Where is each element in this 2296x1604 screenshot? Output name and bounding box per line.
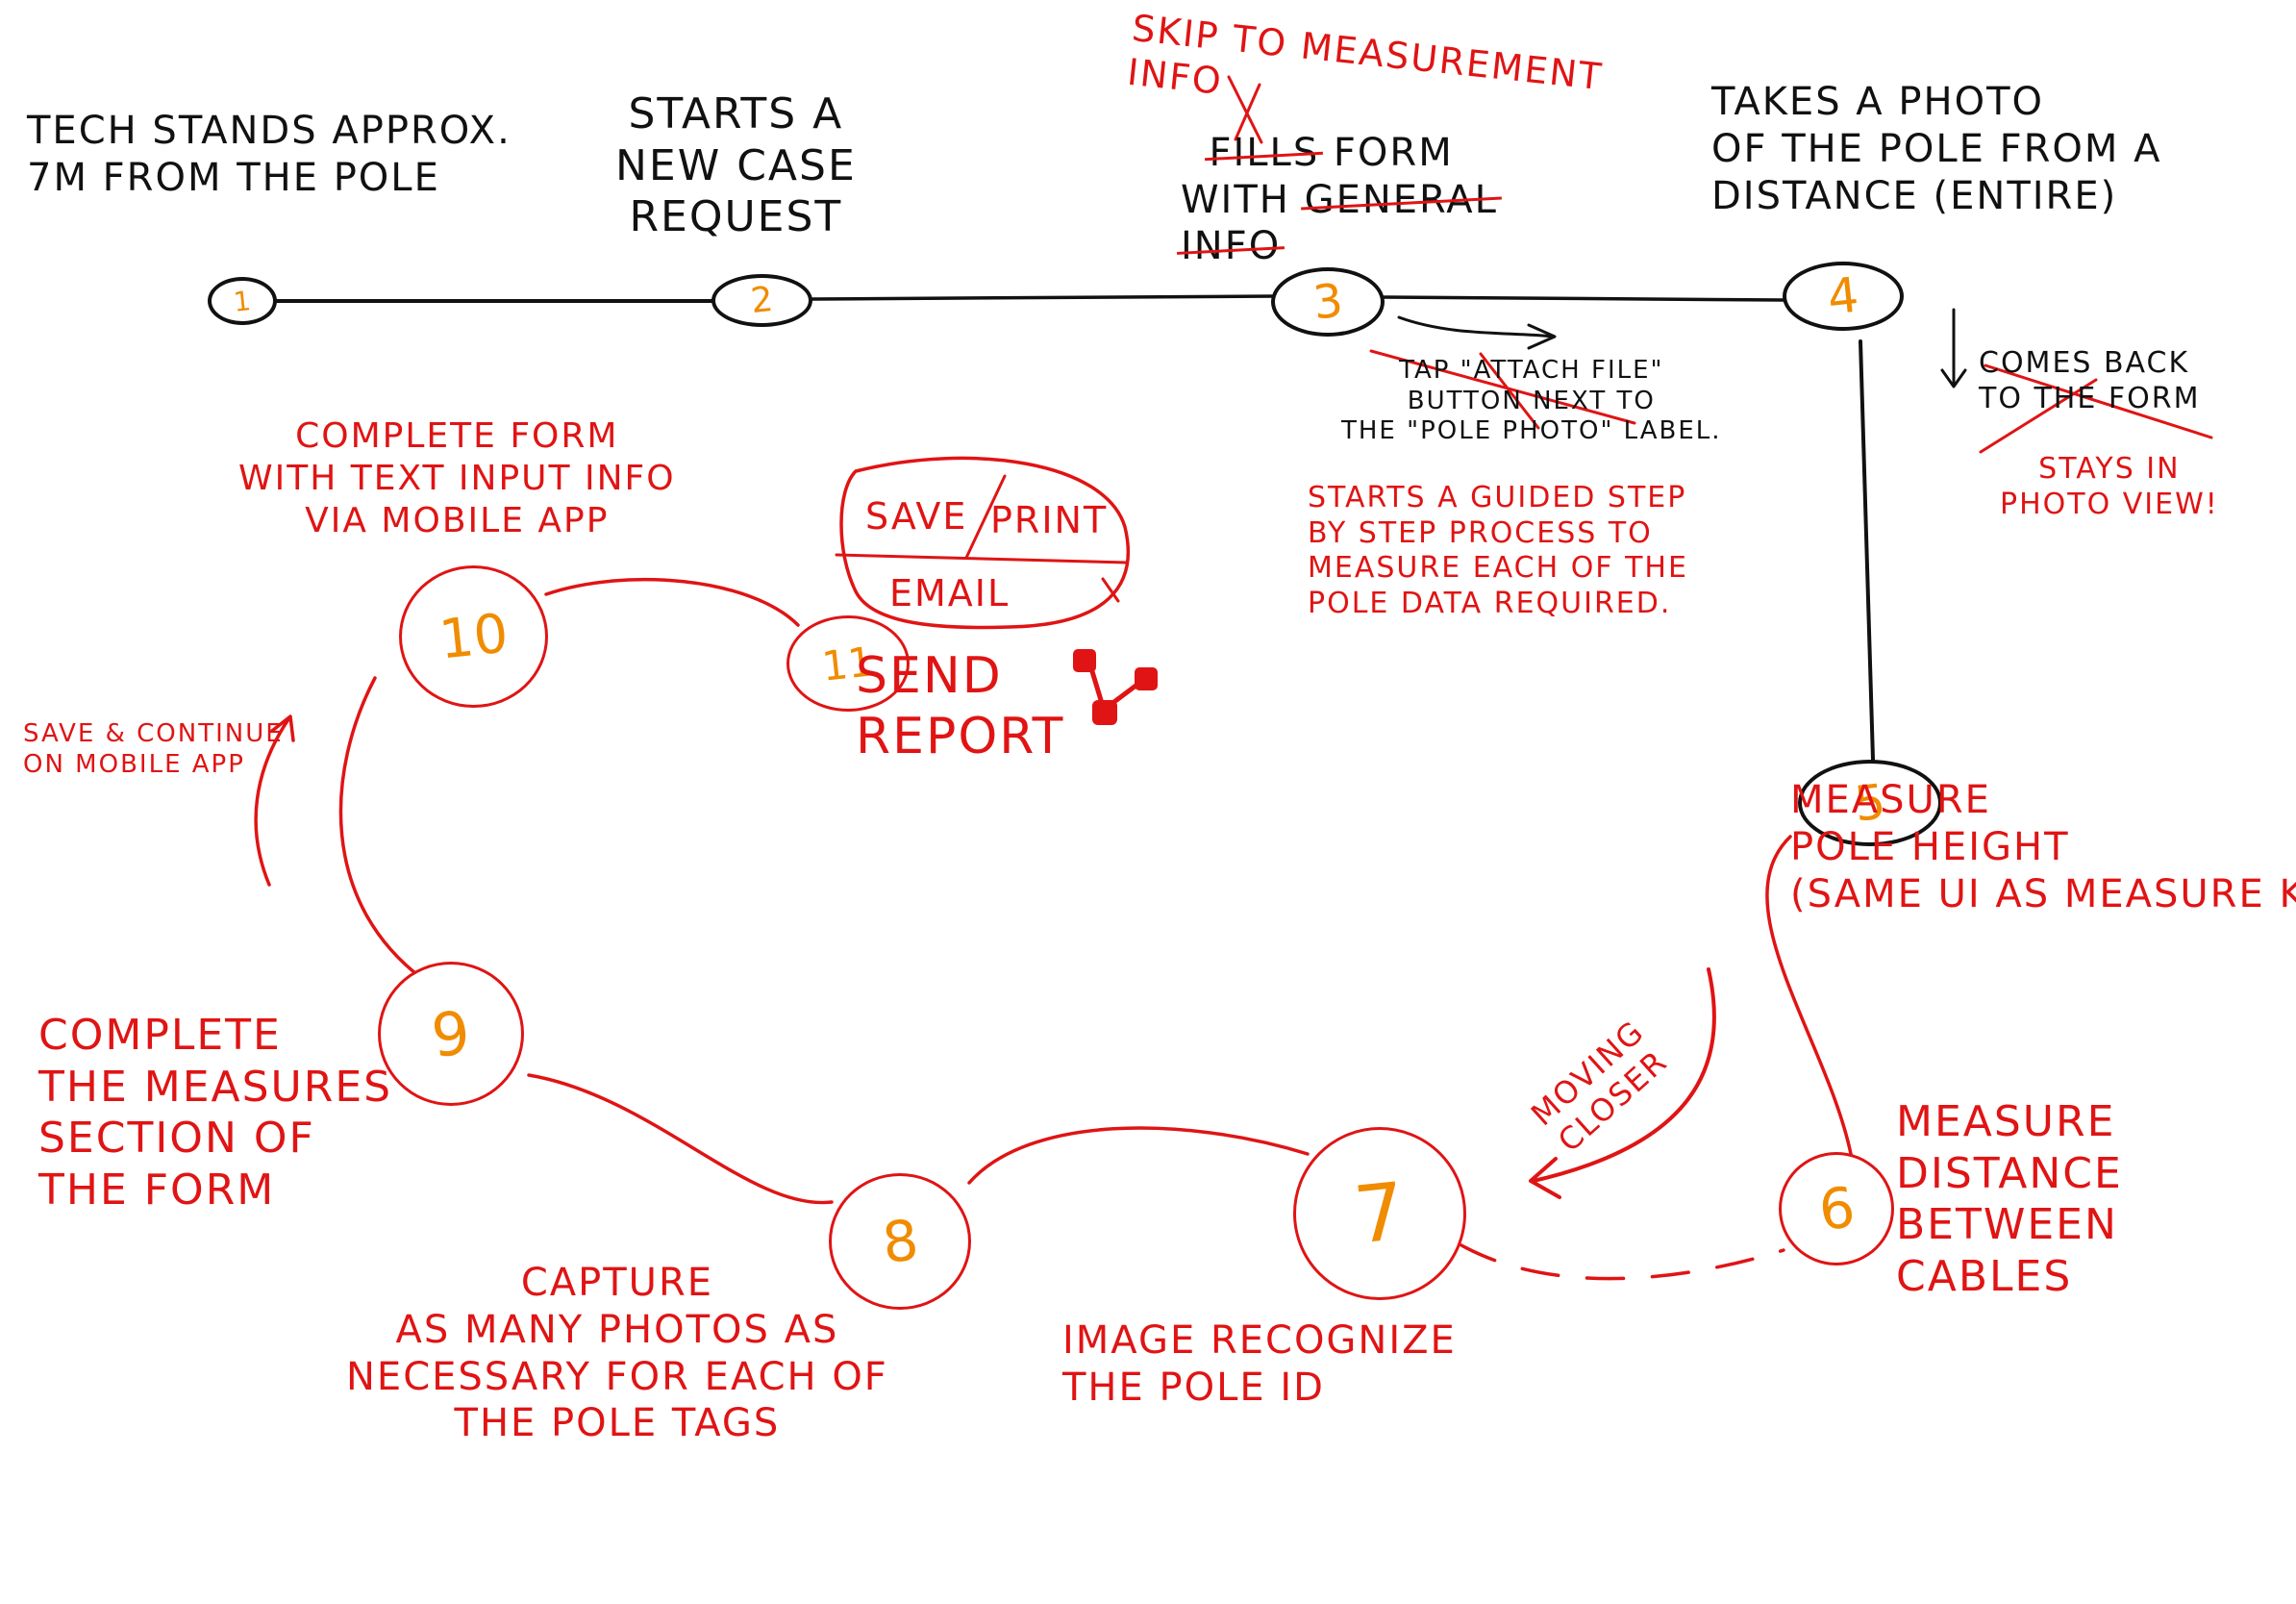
step-node-4: 4 (1783, 262, 1904, 331)
connector-2-3 (811, 294, 1276, 301)
save-continue-note: Save & continue on mobile app (23, 719, 284, 779)
report-options-divider (964, 474, 1007, 560)
step-node-9: 9 (378, 962, 524, 1106)
report-option-save: Save (865, 495, 968, 538)
report-option-email: Email (889, 572, 1011, 614)
connector-lines (254, 75, 2213, 1281)
connector-6-7-dashed (1460, 1243, 1785, 1281)
connector-7-8 (967, 1126, 1310, 1185)
step-number: 4 (1825, 266, 1861, 326)
step-number: 3 (1310, 273, 1346, 331)
step-node-11: 11 (786, 615, 910, 712)
step-node-7: 7 (1293, 1127, 1466, 1300)
struck-word: info (1181, 224, 1282, 269)
step-5-label: Measure pole height (same UI as measure … (1790, 778, 2296, 916)
connector-8-9 (527, 1073, 834, 1205)
connector-3-4 (1383, 295, 1785, 302)
step-node-6: 6 (1779, 1152, 1894, 1266)
step-1-label: Tech stands approx. 7m from the pole (27, 109, 512, 200)
step-4-label: Takes a photo of the pole from a distanc… (1711, 80, 2162, 218)
step-node-3: 3 (1271, 267, 1385, 337)
right-arrow-icon (1397, 315, 1557, 350)
step-number: 7 (1350, 1165, 1410, 1262)
step-number: 10 (436, 601, 512, 672)
cross-out-mark (1979, 363, 2213, 454)
step-11-label: Send report (856, 647, 1065, 766)
curved-arrow-icon (1529, 967, 1716, 1199)
connector-4-5 (1859, 339, 1875, 762)
curved-arrow-icon (254, 714, 295, 887)
step-9-label: Complete the measures section of the for… (38, 1011, 393, 1216)
step-8-label: Capture as many photos as necessary for … (346, 1261, 888, 1446)
step-number: 9 (428, 996, 474, 1071)
connector-10-11 (544, 577, 800, 627)
connector-5-6 (1765, 835, 1853, 1156)
step-6-label: Measure distance between cables (1896, 1097, 2123, 1302)
step-4-struck-note: Comes back to the form (1979, 346, 2201, 415)
report-option-print: Print (990, 499, 1109, 541)
struck-word: general (1304, 177, 1498, 222)
step-4-photo-view-note: Stays in photo view! (2000, 452, 2219, 521)
step-node-2: 2 (711, 274, 812, 327)
struck-word: Fills (1209, 130, 1320, 175)
cross-out-mark (1369, 349, 1636, 430)
down-arrow-icon (1940, 308, 1967, 388)
step-10-label: Complete form with text input info via m… (238, 416, 676, 540)
step-node-1: 1 (208, 277, 277, 325)
step-number: 6 (1815, 1174, 1858, 1243)
report-options-box (839, 456, 1131, 630)
step-3-guided-process-note: Starts a guided step by step process to … (1308, 481, 1688, 620)
report-options-corner (1101, 577, 1120, 603)
step-number: 1 (232, 284, 253, 318)
report-options-divider (835, 553, 1129, 564)
step-number: 2 (748, 279, 776, 322)
step-2-label: Starts a new case request (615, 89, 857, 242)
connector-9-10 (338, 676, 430, 985)
step-node-5: 5 (1798, 760, 1942, 846)
step-3-instruction-note: Tap "attach file" button next to the "po… (1341, 356, 1722, 446)
step-node-10: 10 (399, 565, 548, 708)
share-icon (1073, 649, 1158, 725)
step-node-8: 8 (829, 1173, 971, 1310)
step-7-label: Image recognize the pole ID (1062, 1318, 1457, 1410)
